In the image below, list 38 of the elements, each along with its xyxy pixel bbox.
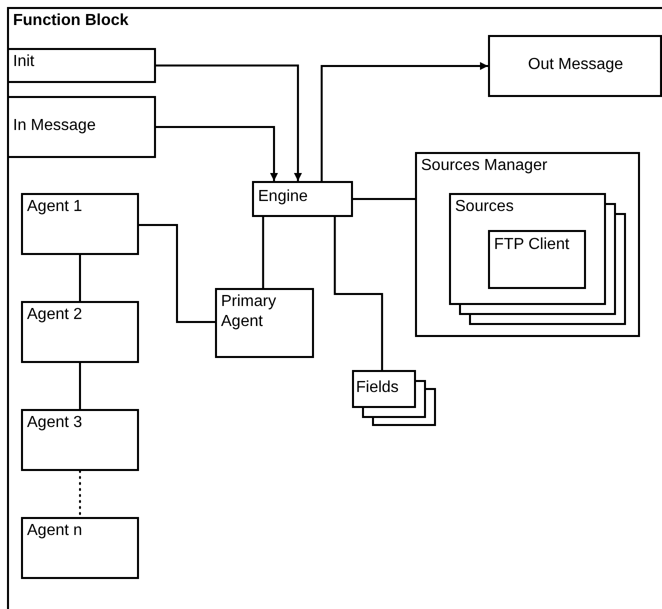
component-box [252, 181, 353, 217]
connector-line [262, 217, 264, 288]
container-box [449, 193, 606, 305]
connector-line [79, 255, 81, 301]
connector-line [79, 470, 81, 518]
box-label: Sources [455, 197, 515, 217]
arrow [156, 126, 278, 181]
connector-line [79, 363, 81, 409]
box-label: Agent 3 [27, 413, 84, 433]
component-box [21, 193, 139, 255]
arrow [156, 64, 302, 181]
box-label: Fields [356, 378, 400, 398]
box-label: FTP Client [494, 235, 570, 255]
component-box [488, 35, 662, 97]
component-box [352, 370, 416, 408]
box-label: Engine [258, 187, 309, 207]
connector-line [334, 217, 384, 370]
container-box [415, 152, 640, 337]
box-label: Agent 1 [27, 197, 84, 217]
box-label: Agent n [27, 521, 84, 541]
connector-line [353, 198, 415, 200]
block-title: Function Block [13, 11, 129, 31]
component-box [7, 96, 156, 158]
component-box [21, 409, 139, 471]
component-box [7, 48, 156, 83]
block-frame [7, 7, 662, 609]
box-label: Agent 2 [27, 305, 84, 325]
component-box [21, 517, 139, 579]
box-label: In Message [13, 116, 97, 136]
component-box [488, 230, 586, 289]
box-label: Init [13, 52, 36, 72]
box-label: Primary Agent [221, 292, 278, 332]
arrow [320, 62, 488, 181]
connector-line [139, 224, 215, 323]
box-label: Sources Manager [421, 156, 548, 176]
component-box [215, 288, 314, 358]
box-label: Out Message [528, 55, 624, 75]
component-box [21, 301, 139, 363]
